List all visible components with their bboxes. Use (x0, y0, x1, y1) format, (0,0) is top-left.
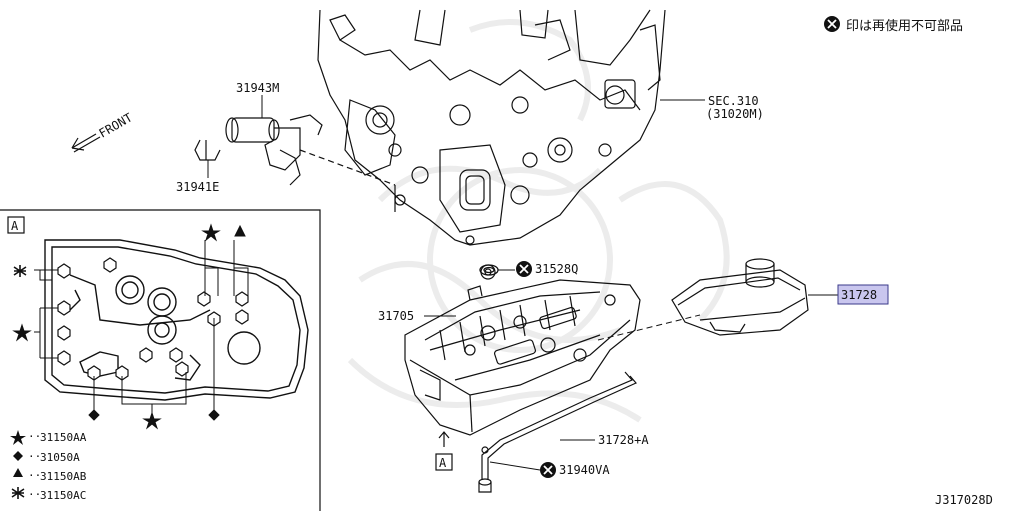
part-label-31940va[interactable]: 31940VA (559, 463, 610, 477)
transmission-case (317, 9, 666, 246)
asterisk-icon (13, 265, 27, 277)
leader-lines-lower (424, 269, 838, 471)
oil-strainer (671, 258, 809, 336)
legend-code-31150aa: 31150AA (40, 431, 87, 444)
part-label-31728a[interactable]: 31728+A (598, 433, 649, 447)
svg-text:··: ·· (28, 488, 41, 501)
valve-body-bolts (57, 257, 249, 381)
revolution-sensor-assembly (194, 114, 396, 212)
legend-star-icon (10, 430, 26, 445)
star-icon (201, 223, 221, 242)
non-reusable-icon (824, 16, 840, 32)
svg-text:··: ·· (28, 469, 41, 482)
legend-code-31150ab: 31150AB (40, 470, 87, 483)
part-label-31943m[interactable]: 31943M (236, 81, 279, 95)
view-a-arrow (435, 431, 453, 471)
oil-pipe (478, 371, 637, 493)
legend-code-31150ac: 31150AC (40, 489, 86, 502)
triangle-icon (234, 224, 246, 237)
part-label-31728[interactable]: 31728 (841, 288, 877, 302)
watermark-emblem (347, 19, 730, 423)
star-icon (12, 323, 32, 342)
svg-text:··: ·· (28, 450, 41, 463)
svg-text:··: ·· (28, 430, 41, 443)
non-reusable-icon (516, 261, 532, 277)
highlight-box-31728[interactable] (837, 284, 889, 305)
legend-code-31050a: 31050A (40, 451, 80, 464)
part-label-31941e[interactable]: 31941E (176, 180, 219, 194)
diagram-id: J317028D (935, 493, 993, 507)
part-label-31705[interactable]: 31705 (378, 309, 414, 323)
part-label-31528q[interactable]: 31528Q (535, 262, 578, 276)
control-valve-body (404, 264, 641, 436)
front-label: FRONT (97, 110, 135, 140)
valve-body-plan (44, 239, 309, 401)
section-ref-31020m: (31020M) (706, 107, 764, 121)
diamond-icon (208, 409, 220, 421)
legend-triangle-icon (13, 468, 23, 477)
detail-callout-lines (34, 240, 249, 414)
section-label-sec310[interactable]: SEC.310 (708, 94, 759, 108)
front-arrow (71, 133, 101, 153)
star-icon (142, 411, 162, 430)
leader-lines-upper (207, 95, 705, 178)
view-a-marker: A (439, 456, 447, 470)
diamond-icon (88, 409, 100, 421)
legend (10, 430, 26, 499)
non-reusable-notice: 印は再使用不可部品 (846, 18, 963, 34)
legend-diamond-icon (13, 451, 23, 461)
detail-view-frame (0, 209, 321, 511)
detail-symbols (12, 223, 246, 430)
non-reusable-icon (540, 462, 556, 478)
legend-asterisk-icon (11, 487, 25, 499)
detail-view-marker: A (11, 219, 19, 233)
